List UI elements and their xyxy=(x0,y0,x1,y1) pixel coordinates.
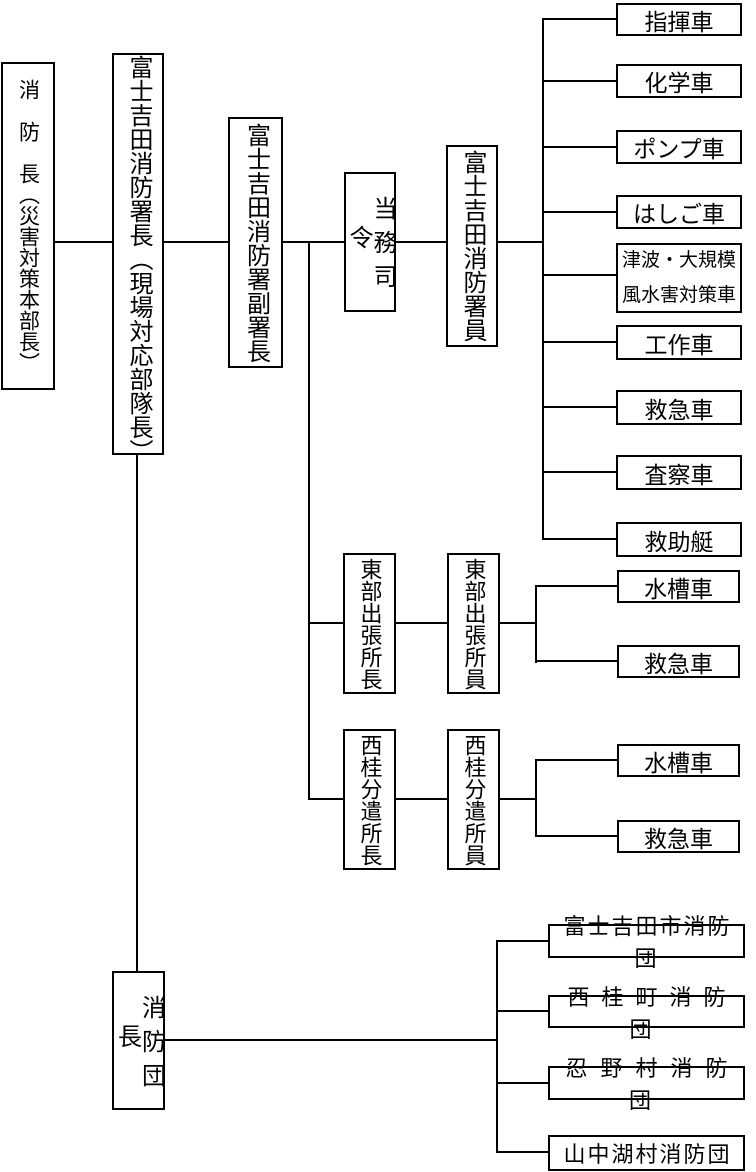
node-vehicle-command-car: 指揮車 xyxy=(616,3,742,36)
node-west-detachment-chief: 西桂分遣所長 xyxy=(343,729,396,870)
node-brigade-fujiyoshida: 富士吉田市消防団 xyxy=(548,914,745,971)
brigade-label: 西桂町消防団 xyxy=(567,984,738,1042)
node-vehicle-ladder-car: はしご車 xyxy=(616,195,742,229)
connector-west-1 xyxy=(308,798,343,800)
node-brigade-chief: 消防団長 xyxy=(112,971,165,1110)
connector-east-vehicle-spine xyxy=(535,585,537,663)
node-west-vehicle-water-tank-car: 水槽車 xyxy=(617,744,740,777)
connector-vehicle-branch-4 xyxy=(542,211,616,213)
vehicle-label: 査察車 xyxy=(644,462,714,488)
vehicle-label: 水槽車 xyxy=(644,576,713,602)
node-station-chief: 富士吉田消防署長（現場対応部隊長） xyxy=(112,53,164,463)
connector-substation-spine xyxy=(308,242,310,800)
connector-west-3 xyxy=(499,798,537,800)
node-east-vehicle-ambulance: 救急車 xyxy=(617,645,740,678)
connector-vehicle-branch-8 xyxy=(542,471,616,473)
connector-trunk-2 xyxy=(163,241,229,243)
node-east-branch-staff: 東部出張所員 xyxy=(447,553,500,694)
node-vehicle-tsunami-disaster-car: 津波・大規模 風水害対策車 xyxy=(616,243,742,313)
node-east-branch-chief-label: 東部出張所長 xyxy=(357,557,383,690)
node-fire-chief: 消 防 長（災害対策本部長） xyxy=(1,62,55,390)
vehicle-label: 工作車 xyxy=(644,332,714,358)
node-vehicle-work-car: 工作車 xyxy=(616,325,742,360)
connector-brigade-branch-3 xyxy=(496,1082,548,1084)
vehicle-label: 救助艇 xyxy=(644,529,714,555)
node-station-staff-label: 富士吉田消防署員 xyxy=(459,150,485,342)
node-station-chief-label: 富士吉田消防署長（現場対応部隊長） xyxy=(125,55,151,463)
connector-brigade-trunk xyxy=(164,1039,497,1041)
connector-brigade-spine xyxy=(496,940,498,1153)
node-vehicle-chemical-car: 化学車 xyxy=(616,64,742,98)
node-east-branch-staff-label: 東部出張所員 xyxy=(461,557,487,690)
node-deputy-chief-label: 富士吉田消防署副署長 xyxy=(242,122,269,363)
connector-trunk-4 xyxy=(395,241,447,243)
vehicle-label: ポンプ車 xyxy=(633,137,725,162)
connector-brigade-branch-2 xyxy=(496,1010,548,1012)
node-brigade-yamanakako: 山中湖村消防団 xyxy=(548,1135,745,1171)
node-west-vehicle-ambulance: 救急車 xyxy=(617,820,740,853)
connector-vehicle-spine xyxy=(542,18,544,540)
connector-brigade-branch-1 xyxy=(496,940,548,942)
node-west-detachment-staff: 西桂分遣所員 xyxy=(447,729,500,870)
connector-vehicle-branch-3 xyxy=(542,146,616,148)
connector-trunk-1 xyxy=(54,241,113,243)
node-brigade-oshino: 忍野村消防団 xyxy=(548,1056,745,1113)
node-vehicle-ambulance: 救急車 xyxy=(616,390,742,425)
connector-vehicle-branch-2 xyxy=(542,80,616,82)
connector-east-3 xyxy=(499,622,537,624)
node-station-staff: 富士吉田消防署員 xyxy=(446,145,498,347)
connector-east-vehicle-branch-2 xyxy=(535,660,617,662)
node-west-detachment-staff-label: 西桂分遣所員 xyxy=(461,733,487,866)
node-brigade-chief-label: 消防団長 xyxy=(113,994,164,1097)
vehicle-label: 水槽車 xyxy=(644,750,713,776)
node-west-detachment-chief-label: 西桂分遣所長 xyxy=(357,733,383,866)
vehicle-label: 救急車 xyxy=(644,651,713,677)
node-vehicle-inspection-car: 査察車 xyxy=(616,455,742,490)
node-vehicle-pump-car: ポンプ車 xyxy=(616,130,742,164)
connector-vehicle-branch-6 xyxy=(542,341,616,343)
connector-brigade-branch-4 xyxy=(496,1151,548,1153)
vehicle-label: 救急車 xyxy=(644,397,714,423)
vehicle-label: 救急車 xyxy=(644,826,713,852)
connector-vehicle-branch-1 xyxy=(542,18,616,20)
connector-west-2 xyxy=(395,798,447,800)
connector-west-vehicle-spine xyxy=(535,759,537,837)
connector-trunk-3 xyxy=(281,241,345,243)
connector-west-vehicle-branch-1 xyxy=(535,759,617,761)
node-duty-commander-label: 当務司令 xyxy=(345,196,395,298)
vehicle-label: 化学車 xyxy=(644,71,714,96)
connector-vehicle-branch-9 xyxy=(542,538,616,540)
connector-brigade-drop xyxy=(136,455,138,972)
vehicle-label: 津波・大規模 風水害対策車 xyxy=(621,249,736,306)
node-vehicle-rescue-boat: 救助艇 xyxy=(616,522,742,557)
brigade-label: 富士吉田市消防団 xyxy=(563,914,732,971)
node-east-branch-chief: 東部出張所長 xyxy=(343,553,396,694)
connector-east-vehicle-branch-1 xyxy=(535,585,617,587)
connector-east-2 xyxy=(395,622,447,624)
connector-east-1 xyxy=(308,622,343,624)
connector-vehicle-branch-5 xyxy=(542,274,616,276)
node-duty-commander: 当務司令 xyxy=(344,172,396,312)
vehicle-label: 指揮車 xyxy=(644,9,714,35)
node-east-vehicle-water-tank-car: 水槽車 xyxy=(617,570,740,603)
node-deputy-chief: 富士吉田消防署副署長 xyxy=(228,117,283,368)
connector-west-vehicle-branch-2 xyxy=(535,835,617,837)
vehicle-label: はしご車 xyxy=(633,202,725,227)
node-brigade-nishikatsura: 西桂町消防団 xyxy=(548,985,745,1042)
connector-trunk-5 xyxy=(497,241,544,243)
connector-vehicle-branch-7 xyxy=(542,406,616,408)
node-fire-chief-label: 消 防 長（災害対策本部長） xyxy=(16,79,41,373)
brigade-label: 忍野村消防団 xyxy=(565,1056,741,1113)
brigade-label: 山中湖村消防団 xyxy=(563,1142,732,1167)
